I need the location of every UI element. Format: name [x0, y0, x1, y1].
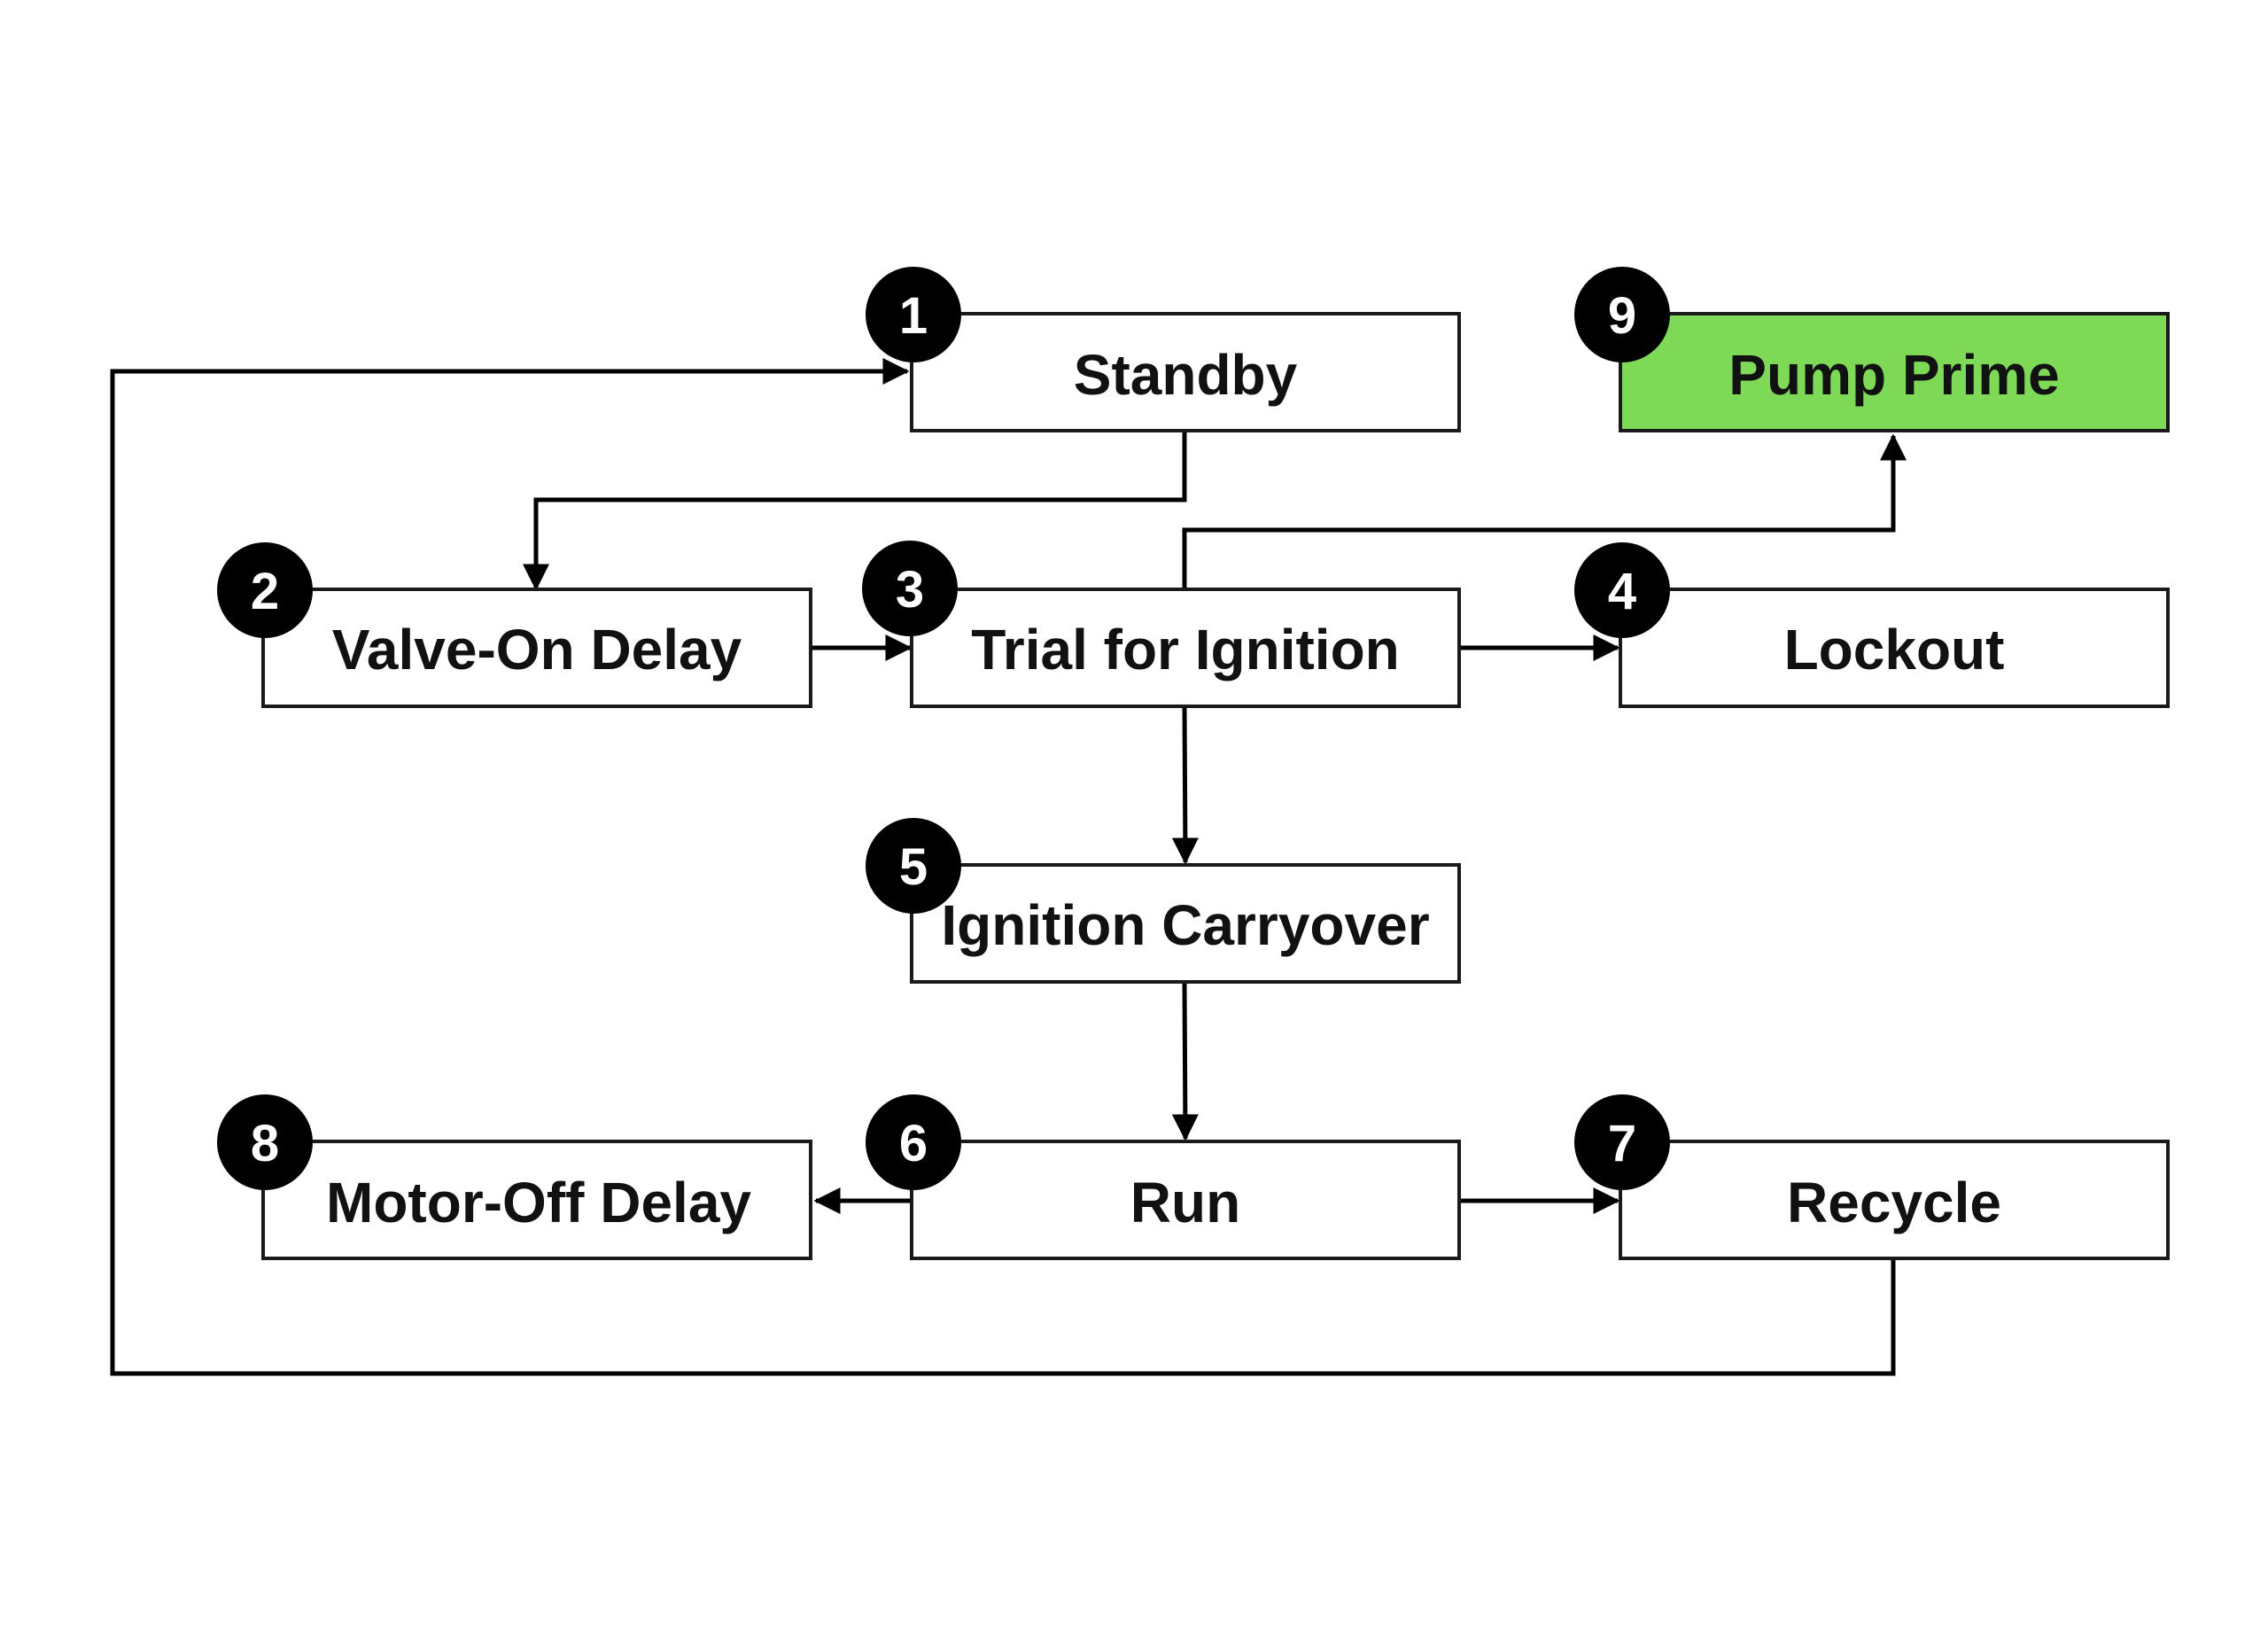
transition-standby-to-valve-on-delay — [523, 432, 1187, 591]
state-lockout[interactable]: Lockout 4 — [1574, 542, 2170, 708]
state-run[interactable]: Run 6 — [866, 1094, 1461, 1260]
state-trial-for-ignition[interactable]: Trial for Ignition 3 — [862, 541, 1461, 708]
transition-recycle-to-standby — [110, 358, 1896, 1376]
state-label: Trial for Ignition — [971, 618, 1400, 681]
state-number-badge — [866, 267, 961, 362]
state-number-badge — [217, 542, 313, 638]
state-number-badge — [217, 1094, 313, 1190]
state-number: 3 — [896, 561, 924, 619]
state-number: 9 — [1608, 287, 1636, 345]
connectors — [110, 358, 1907, 1376]
state-ignition-carryover[interactable]: Ignition Carryover 5 — [866, 818, 1461, 984]
state-label: Recycle — [1787, 1171, 2001, 1234]
state-number-badge — [1574, 267, 1670, 362]
state-label: Valve-On Delay — [332, 618, 742, 681]
transition-trial-for-ignition-to-ignition-carryover — [1171, 706, 1199, 865]
state-number: 5 — [899, 838, 928, 896]
state-label: Ignition Carryover — [941, 893, 1429, 957]
state-label: Motor-Off Delay — [326, 1171, 751, 1234]
state-box — [910, 588, 1461, 708]
state-number-badge — [866, 818, 961, 914]
state-box — [910, 312, 1461, 432]
states: Standby 1 Valve-On Delay 2 Trial for Ign… — [217, 267, 2170, 1260]
state-box — [1619, 1140, 2170, 1260]
state-box — [1619, 312, 2170, 432]
state-pump-prime[interactable]: Pump Prime 9 — [1574, 267, 2170, 432]
state-box — [261, 588, 812, 708]
state-box — [261, 1140, 812, 1260]
state-recycle[interactable]: Recycle 7 — [1574, 1094, 2170, 1260]
transition-ignition-carryover-to-run — [1171, 983, 1199, 1141]
state-number-badge — [866, 1094, 961, 1190]
state-label: Run — [1130, 1171, 1240, 1234]
state-standby[interactable]: Standby 1 — [866, 267, 1461, 432]
state-number: 7 — [1608, 1115, 1636, 1172]
state-number: 1 — [899, 287, 928, 345]
state-box — [910, 1140, 1461, 1260]
state-number: 8 — [251, 1115, 279, 1172]
state-number-badge — [862, 541, 958, 636]
state-label: Lockout — [1784, 618, 2005, 681]
state-valve-on-delay[interactable]: Valve-On Delay 2 — [217, 542, 812, 708]
state-box — [910, 863, 1461, 984]
state-number: 4 — [1608, 563, 1636, 620]
state-motor-off-delay[interactable]: Motor-Off Delay 8 — [217, 1094, 812, 1260]
state-number: 6 — [899, 1115, 928, 1172]
state-number: 2 — [251, 563, 279, 620]
state-box — [1619, 588, 2170, 708]
state-label: Standby — [1074, 343, 1298, 407]
state-number-badge — [1574, 1094, 1670, 1190]
state-number-badge — [1574, 542, 1670, 638]
state-label: Pump Prime — [1728, 343, 2059, 407]
transition-trial-for-ignition-to-pump-prime — [1182, 433, 1907, 588]
